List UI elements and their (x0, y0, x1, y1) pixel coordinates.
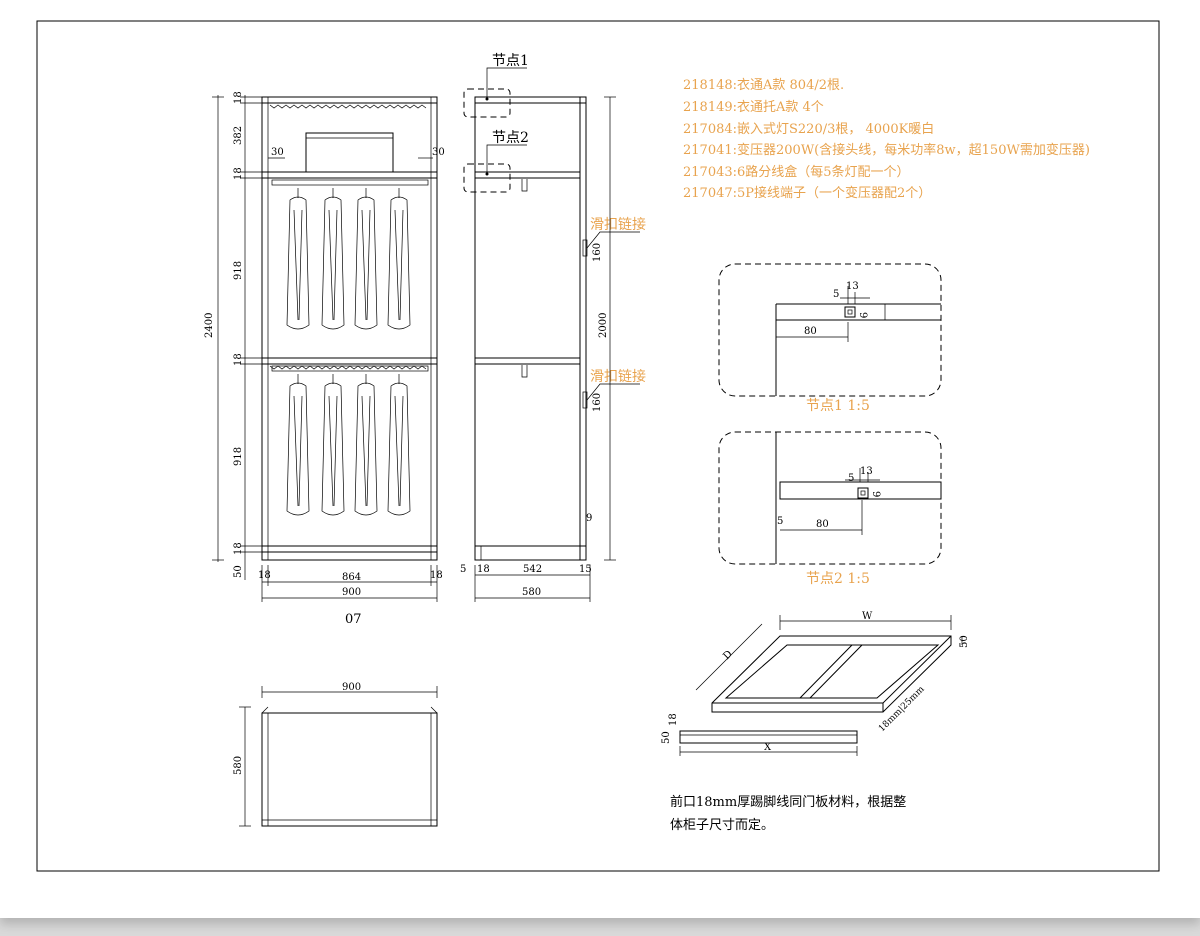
dim-upper-space: 918 (233, 261, 244, 280)
node2-dim-80: 80 (816, 519, 829, 530)
node2-dim-5: 5 (848, 473, 854, 484)
cabinet-inner (267, 96, 432, 561)
side-dim-a: 5 (460, 564, 466, 575)
hanging-rail-2 (271, 365, 429, 372)
plinth-bar-t: 18 (668, 713, 679, 726)
plinth-center-bar (799, 644, 863, 699)
total-height-dim: 2400 (204, 313, 215, 338)
node2-dim-9: 9 (870, 491, 881, 497)
overall-width-dim: 900 (342, 587, 361, 598)
detail-node-2: 13 5 9 80 5 节点2 1:5 (718, 431, 942, 587)
hinge-dim-lower: 160 (592, 393, 603, 412)
note-line-3: 217084:嵌入式灯S220/3根， 4000K暖白 (683, 121, 934, 137)
plinth-x-label: X (764, 742, 772, 753)
node2-caption: 节点2 1:5 (806, 571, 870, 587)
hanging-rail-1 (271, 179, 429, 186)
plinth-note-1: 前口18mm厚踢脚线同门板材料，根据整 (670, 794, 906, 810)
node1-caption: 节点1 1:5 (806, 398, 870, 414)
hinge-label-upper: 滑扣链接 (590, 216, 646, 233)
plinth-outer (711, 635, 952, 713)
plinth-inner (724, 644, 940, 699)
dim-shelf-2: 18 (233, 353, 244, 366)
node1-dim-5: 5 (833, 289, 839, 300)
side-dim-b: 18 (477, 564, 490, 575)
dim-top-panel: 18 (233, 91, 244, 104)
note-line-1: 218148:衣通A款 804/2根. (683, 77, 844, 93)
node2-dim-13: 13 (860, 466, 873, 477)
node2-dim-5b: 5 (777, 516, 783, 527)
dim-right-side: 18 (430, 570, 443, 581)
node1-dim-13: 13 (846, 281, 859, 292)
dim-bottom-panel: 18 (233, 542, 244, 555)
note-line-4: 217041:变压器200W(含接头线，每米功率8w，超150W需加变压器) (683, 142, 1090, 158)
plan-view: 900 580 (233, 682, 438, 827)
dim-left-side: 18 (258, 570, 271, 581)
drawing-border (36, 20, 1160, 872)
dim-shelf-1: 18 (233, 167, 244, 180)
node-1-marker (463, 88, 511, 118)
garments-lower (286, 374, 411, 516)
rail-offset-right: 30 (432, 147, 445, 158)
plan-outline (261, 712, 438, 827)
node1-dim-9: 9 (857, 312, 868, 318)
front-view-caption: 07 (345, 612, 362, 627)
dim-inner-width: 864 (342, 572, 361, 583)
side-dim-c: 542 (523, 564, 542, 575)
small-gap-dim: 9 (586, 513, 592, 524)
note-line-6: 217047:5P接线端子（一个变压器配2个） (683, 185, 931, 201)
front-view: 30 30 2400 18 382 18 91 (204, 91, 445, 627)
storage-box (305, 132, 394, 173)
dim-plinth: 50 (233, 565, 244, 578)
plinth-bar-h: 50 (661, 731, 672, 744)
parts-notes: 218148:衣通A款 804/2根. 218149:衣通托A款 4个 2170… (683, 77, 1090, 201)
led-strip-middle (269, 365, 427, 370)
note-line-2: 218149:衣通托A款 4个 (683, 99, 824, 115)
rail-offset-left: 30 (271, 147, 284, 158)
plinth-note-2: 体柜子尺寸而定。 (670, 818, 774, 833)
hinge-label-lower: 滑扣链接 (590, 368, 646, 385)
node1-dim-80: 80 (804, 326, 817, 337)
plan-width-dim: 900 (342, 682, 361, 693)
side-outline (474, 96, 587, 561)
plinth-h-label: 50 (959, 635, 970, 648)
side-view: 节点1 节点2 滑扣链接 滑扣链接 160 160 2000 9 5 18 54… (460, 53, 646, 602)
node-2-marker (463, 163, 511, 193)
door-height-dim: 2000 (598, 313, 609, 338)
dim-lower-space: 918 (233, 447, 244, 466)
plan-depth-dim: 580 (233, 756, 244, 775)
cabinet-outline (261, 96, 438, 561)
overall-depth-dim: 580 (522, 587, 541, 598)
side-dim-d: 15 (579, 564, 592, 575)
garments-upper (286, 188, 411, 330)
dim-top-space: 382 (233, 126, 244, 145)
node-2-label: 节点2 (492, 130, 529, 146)
led-strip-top (269, 104, 427, 109)
plinth-frame: W D 50 18mm|25mm X 50 18 前口18mm厚踢脚线同门板材料… (661, 611, 970, 833)
plinth-w-label: W (862, 611, 873, 622)
plinth-d-label: D (721, 649, 734, 662)
hinge-dim-upper: 160 (592, 243, 603, 262)
note-line-5: 217043:6路分线盒（每5条灯配一个） (683, 164, 910, 180)
plinth-bar (679, 730, 858, 744)
node-1-label: 节点1 (492, 53, 529, 69)
detail-node-1: 13 5 9 80 节点1 1:5 (718, 263, 942, 414)
